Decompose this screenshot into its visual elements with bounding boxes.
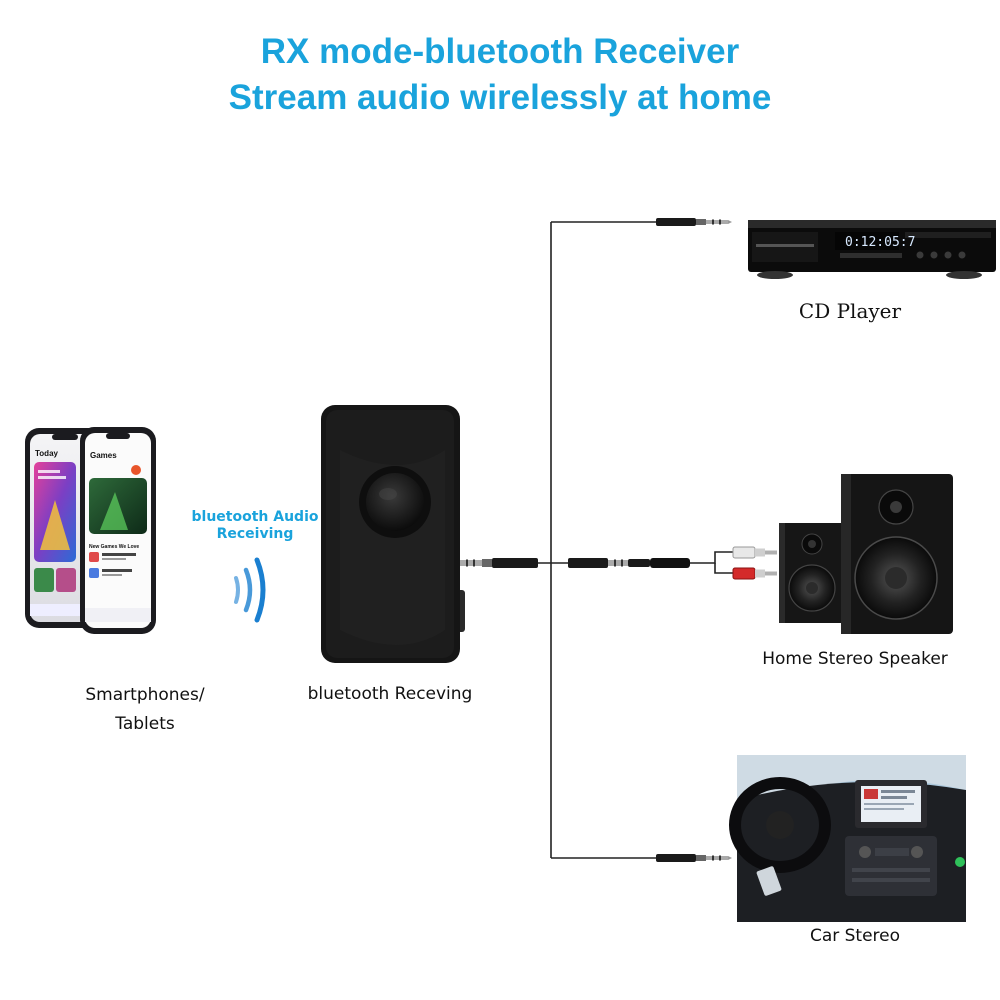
audio-cables xyxy=(538,221,735,859)
home-stereo-speakers-icon xyxy=(779,474,953,634)
smartphones-caption-line-2: Tablets xyxy=(115,714,175,734)
smartphones-caption-line-1: Smartphones/ xyxy=(85,685,205,705)
bluetooth-receiver-icon xyxy=(321,405,465,663)
coupler-plug-icon xyxy=(568,558,690,568)
phone-front-section: New Games We Love xyxy=(89,544,139,550)
phone-front-heading: Games xyxy=(90,451,117,460)
car-stereo-image-icon xyxy=(729,755,966,922)
receiver-caption: bluetooth Receving xyxy=(307,684,473,704)
audio-receiving-caption-line-2: Receiving xyxy=(216,526,294,542)
rca-plugs-icon xyxy=(732,546,777,580)
speaker-caption: Home Stereo Speaker xyxy=(762,649,948,669)
audio-receiving-caption-line-1: bluetooth Audio xyxy=(191,509,319,525)
cd-player-icon xyxy=(748,220,996,279)
title-line-2: Stream audio wirelessly at home xyxy=(228,78,772,117)
cd-plug-icon xyxy=(656,218,732,226)
receiver-plug-icon xyxy=(456,558,538,568)
car-stereo-caption: Car Stereo xyxy=(809,926,901,946)
phone-back-heading: Today xyxy=(35,449,59,458)
title-line-1: RX mode-bluetooth Receiver xyxy=(260,32,740,71)
bluetooth-signal-waves-icon xyxy=(234,557,266,623)
cd-player-caption: CD Player xyxy=(798,299,902,323)
cd-display-readout: 0:12:05:7 xyxy=(845,235,915,250)
smartphone-front-icon xyxy=(80,427,156,634)
car-plug-icon xyxy=(656,854,732,862)
